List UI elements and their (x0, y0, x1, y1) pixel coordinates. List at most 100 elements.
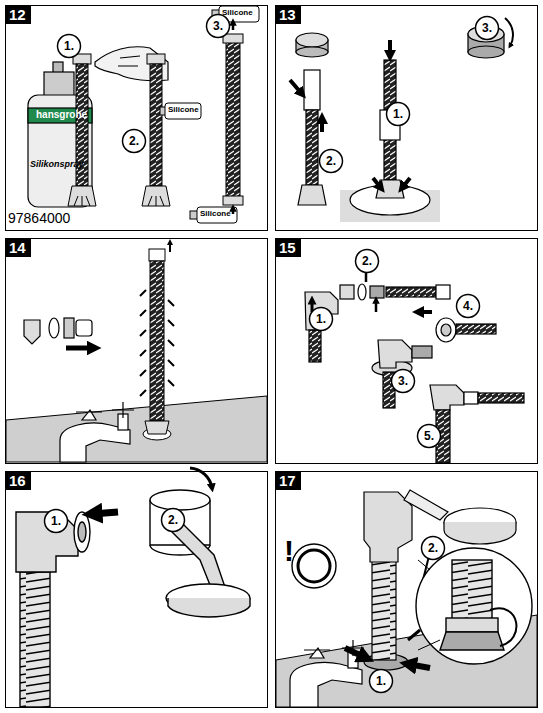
sink-cutout (376, 180, 404, 198)
small-parts (24, 318, 94, 348)
callout-circle: 2. (420, 535, 446, 561)
hose (150, 261, 164, 421)
elbow (20, 572, 50, 707)
small-parts (386, 287, 436, 297)
elbow (418, 310, 432, 314)
callout-number: 3. (390, 368, 416, 394)
hose (223, 196, 243, 205)
arrow (388, 40, 392, 56)
hand (118, 56, 140, 66)
hose (223, 34, 243, 205)
product-label: 97864000 (8, 211, 70, 226)
elbow (436, 318, 456, 342)
elbow (78, 522, 86, 542)
hose-assembled (464, 392, 478, 404)
detail-inset (416, 548, 532, 664)
sleeve (306, 110, 318, 185)
small-bottle (190, 6, 259, 223)
small-parts (24, 320, 40, 344)
callout-circle: 1. (308, 306, 334, 332)
arrow (320, 118, 324, 132)
hose-assembled (430, 385, 524, 463)
callout-circle: 5. (416, 423, 442, 449)
step-panel: 14 (5, 238, 268, 464)
holder (404, 490, 448, 520)
rosette (505, 18, 513, 46)
arrow (232, 208, 235, 214)
arrow (290, 80, 302, 94)
spray-bottle (28, 62, 92, 207)
step-number: 17 (275, 471, 301, 490)
holder (408, 630, 420, 640)
elbow (309, 330, 321, 362)
countertop (276, 615, 537, 707)
hose (223, 34, 243, 43)
hose (142, 186, 170, 206)
elbow (456, 324, 496, 334)
sleeve (298, 70, 326, 205)
holder (444, 522, 516, 544)
callout-circle: 2. (160, 507, 186, 533)
arrow (232, 22, 235, 30)
hand-shower (150, 490, 210, 510)
small-parts (340, 268, 450, 312)
countertop (6, 396, 267, 462)
product-label: Silikonspray (30, 160, 84, 170)
holder (408, 664, 430, 668)
callout-circle: 2. (121, 128, 147, 154)
holder (364, 492, 412, 562)
sleeve (298, 185, 326, 205)
hand-shower (150, 468, 250, 617)
callout-number: 1. (43, 508, 69, 534)
callout-number: 1. (368, 668, 394, 694)
tap (290, 663, 362, 707)
tap (112, 402, 134, 418)
elbow (74, 512, 90, 552)
arrow (402, 178, 410, 188)
small-bottle (197, 207, 237, 223)
hose (145, 421, 169, 434)
sink-cutout (340, 60, 440, 222)
hose (68, 54, 96, 206)
step-panel: 161.2. (5, 471, 268, 708)
callout-number: 3. (474, 15, 500, 41)
small-parts (436, 285, 450, 299)
warning-ring (292, 544, 336, 588)
tap (76, 410, 102, 420)
hose (226, 42, 240, 198)
step-number: 14 (5, 238, 31, 257)
callout-circle: 3. (474, 15, 500, 41)
step-panel: 17 1. 2. (275, 471, 538, 708)
product-label: Silicone (222, 9, 253, 18)
elbow (92, 512, 118, 514)
callout-number: 1. (56, 33, 82, 59)
warning-ring (292, 544, 336, 588)
elbow (378, 340, 412, 368)
small-parts (49, 318, 59, 338)
callout-circle: 2. (354, 248, 380, 274)
callout-number: 1. (385, 101, 411, 127)
rosette (296, 47, 328, 57)
small-parts (358, 284, 366, 300)
holder (345, 648, 366, 658)
detail-inset (490, 608, 516, 646)
detail-inset (452, 560, 492, 620)
hose (148, 196, 164, 206)
callout-number: 1. (308, 306, 334, 332)
small-parts (76, 320, 92, 336)
callout-number: 4. (455, 293, 481, 319)
warning-ring (298, 550, 330, 582)
step-number: 15 (275, 238, 301, 257)
callout-number: 2. (354, 248, 380, 274)
small-bottle (160, 103, 201, 119)
callout-circle: 4. (455, 293, 481, 319)
small-parts (370, 286, 384, 298)
callout-circle: 1. (385, 101, 411, 127)
hose (169, 242, 171, 252)
rosette (296, 33, 328, 47)
callout-circle: 1. (368, 668, 394, 694)
callout-circle: 1. (56, 33, 82, 59)
hose-assembled (478, 393, 524, 403)
